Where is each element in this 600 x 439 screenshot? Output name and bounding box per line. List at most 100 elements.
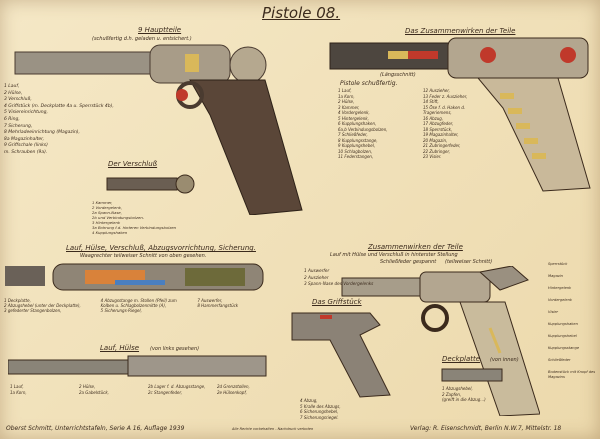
list-item: Vordergelenk xyxy=(548,298,572,302)
list-item: Hintergelenk xyxy=(548,286,572,290)
list-item: 2a Spann-Nase, xyxy=(92,210,122,215)
barrel-receiver-subtitle: (von links gesehen) xyxy=(150,346,200,352)
list-item: 5 Visiereinrichtung, xyxy=(4,110,48,116)
list-item: 1 Lauf, xyxy=(338,88,352,93)
list-item: 6a,b Verbindungsbolzen, xyxy=(338,126,388,132)
list-item: 2b und Verbindungsbolzen. xyxy=(92,215,144,220)
list-item: 7 Sicherung, xyxy=(4,123,33,129)
footer-publisher: Verlag: R. Eisenschmidt, Berlin N.W.7, M… xyxy=(410,425,562,432)
list-item: 19 Magazinhalter, xyxy=(423,132,459,137)
list-item: Kupplungsstange xyxy=(548,346,580,350)
footer-series: Oberst Schmitt, Unterrichtstafeln, Serie… xyxy=(6,425,185,432)
barrel-subtitle: Waagrechter teilweiser Schnitt von oben … xyxy=(80,253,207,259)
list-item: 1 Abzugshebel, xyxy=(442,386,473,391)
list-item: 4 Abzug, xyxy=(300,398,318,403)
list-item: 1a Korn, xyxy=(338,93,355,99)
list-item: 21 Zubringerfeder, xyxy=(423,143,461,148)
breech-illustration xyxy=(106,174,195,194)
list-item: 2b Lager f. d. Abzugsstange, xyxy=(148,384,206,389)
list-item: 13 Feder z. Auszieher, xyxy=(423,93,468,99)
barrel-top-section-illustration xyxy=(5,263,264,291)
cover-plate-illustration xyxy=(441,368,503,382)
list-item: 23 Visier. xyxy=(423,154,442,159)
list-item: 6 Kupplungshaken, xyxy=(338,121,377,126)
list-item: 9 Kupplungshebel, xyxy=(338,143,376,148)
list-item: 18 Sperrstück, xyxy=(423,126,453,132)
list-item: 1a Korn, xyxy=(10,389,27,395)
list-item: 9 Griffschale (links) xyxy=(4,143,48,149)
list-item: 4 Vordergelenk, xyxy=(338,110,370,115)
list-item: 12 Auszieher, xyxy=(423,88,450,93)
list-item: 3a Bohrung f.d. hinteren Verbindungsbolz… xyxy=(92,225,177,230)
rear-position-caption: Schließfeder gespannt xyxy=(380,259,437,265)
list-item: 7 Schließfeder, xyxy=(338,132,368,137)
pistol-cutaway-illustration xyxy=(329,37,591,192)
list-item: 10 Schlagbolzen, xyxy=(338,148,373,154)
barrel-list: 1 Deckplatte,2 Abzugshebel (unter der De… xyxy=(4,298,284,313)
barrel-receiver-title: Lauf, Hülse xyxy=(100,344,140,352)
list-item: 8 Kupplungsstange, xyxy=(338,137,378,143)
rear-position-subtitle: Lauf mit Hülse und Verschluß in hinterst… xyxy=(330,252,458,258)
list-item: 14 Stift, xyxy=(423,99,439,104)
list-item: m. Schrauben (9a). xyxy=(4,149,48,155)
cover-plate-subtitle: (von innen) xyxy=(490,357,519,363)
list-item: 1 Kammer, xyxy=(92,200,113,205)
list-item: 3 gefederter Stangenbolzen, xyxy=(4,308,62,313)
list-item: 2e Hülsenkopf, xyxy=(217,389,247,395)
list-item: 6 Sicherungshebel, xyxy=(300,409,339,414)
breech-title: Der Verschluß xyxy=(108,160,158,168)
interaction-caption: Pistole schußfertig. xyxy=(340,80,398,87)
cover-plate-title: Deckplatte xyxy=(442,355,481,363)
list-item: Kupplungshaken xyxy=(548,322,578,326)
list-item: 2a Gabelstück, xyxy=(79,389,109,395)
breech-list: 1 Kammer,2 Vordergelenk,2a Spann-Nase,2b… xyxy=(92,200,176,235)
list-item: 5 Sicherungs-Riegel, xyxy=(100,308,142,313)
list-item: 1 Lauf, xyxy=(10,384,24,389)
list-item: 17 Abzugfeder, xyxy=(423,121,454,126)
list-item: 8 Hammerfangstück xyxy=(197,303,239,308)
list-item: 2 Hülse, xyxy=(338,99,355,104)
barrel-receiver-illustration xyxy=(8,355,267,377)
footer-copyright: Alle Rechte vorbehalten - Nachdruck verb… xyxy=(232,427,314,431)
list-item: 7 Auswerfer, xyxy=(197,298,223,303)
pistol-rear-position-illustration xyxy=(341,266,540,416)
list-item: 3 Spann-Nase des Vordergelenks xyxy=(304,281,374,287)
list-item: Schließfeder xyxy=(548,358,571,362)
list-item: 7 Sicherungsriegel. xyxy=(300,414,339,420)
interaction-subtitle: (Längsschnitt) xyxy=(380,72,416,78)
list-item: 8a Magazinhalter, xyxy=(4,136,45,142)
main-parts-list: 1 Lauf,2 Hülse,3 Verschluß,4 Griffstück … xyxy=(4,84,114,157)
list-item: 2 Hülse, xyxy=(79,384,96,389)
barrel-receiver-list: 1 Lauf,1a Korn, 2 Hülse,2a Gabelstück, 2b … xyxy=(10,384,280,395)
list-item: 5 Hintergelenk, xyxy=(338,115,369,121)
list-item: 3 Verschluß, xyxy=(4,97,32,103)
list-item: 4 Griffstück (m. Deckplatte 4a u. Sperrs… xyxy=(4,103,114,109)
list-item: (greift in die Abzug...) xyxy=(442,397,486,402)
list-item: Kupplungshebel xyxy=(548,334,577,338)
list-item: 15 Öse f. d. Haken d. Trageriemens, xyxy=(423,104,466,116)
list-item: 3 Kammer, xyxy=(338,104,360,110)
cover-plate-list: 1 Abzugshebel,2 Zapfen,(greift in die Ab… xyxy=(442,386,486,403)
list-item: 2c Stangenfeder, xyxy=(148,389,183,395)
list-item: 2 Auszieher xyxy=(304,274,329,280)
list-item: 2 Vordergelenk, xyxy=(92,205,123,210)
interaction-title: Das Zusammenwirken der Teile xyxy=(405,27,516,35)
grip-list: 4 Abzug,5 Kralle des Abzugs,6 Sicherungs… xyxy=(300,398,341,420)
list-item: 1 Lauf, xyxy=(4,84,20,89)
grip-title: Das Griffstück xyxy=(312,298,362,306)
list-item: 20 Magazin, xyxy=(423,137,448,143)
list-item: 2 Hülse, xyxy=(4,90,23,96)
list-item: 4 Kupplungshaken xyxy=(92,230,128,235)
poster-title: Pistole 08. xyxy=(262,4,341,22)
list-item: Magazin xyxy=(548,274,563,278)
list-item: 4 Abzugsstange m. Stollen (Pfeil) zum Ko… xyxy=(100,298,177,308)
list-item: Sperrstück xyxy=(548,262,568,266)
main-parts-subtitle: (schußfertig d.h. geladen u. entsichert.… xyxy=(92,36,192,42)
list-item: 2 Abzugshebel (unter der Deckplatte), xyxy=(4,303,81,308)
list-item: 8 Mehrladeeinrichtung (Magazin), xyxy=(4,130,80,136)
list-item: 5 Kralle des Abzugs, xyxy=(300,403,341,409)
main-parts-title: 9 Hauptteile xyxy=(138,26,182,34)
